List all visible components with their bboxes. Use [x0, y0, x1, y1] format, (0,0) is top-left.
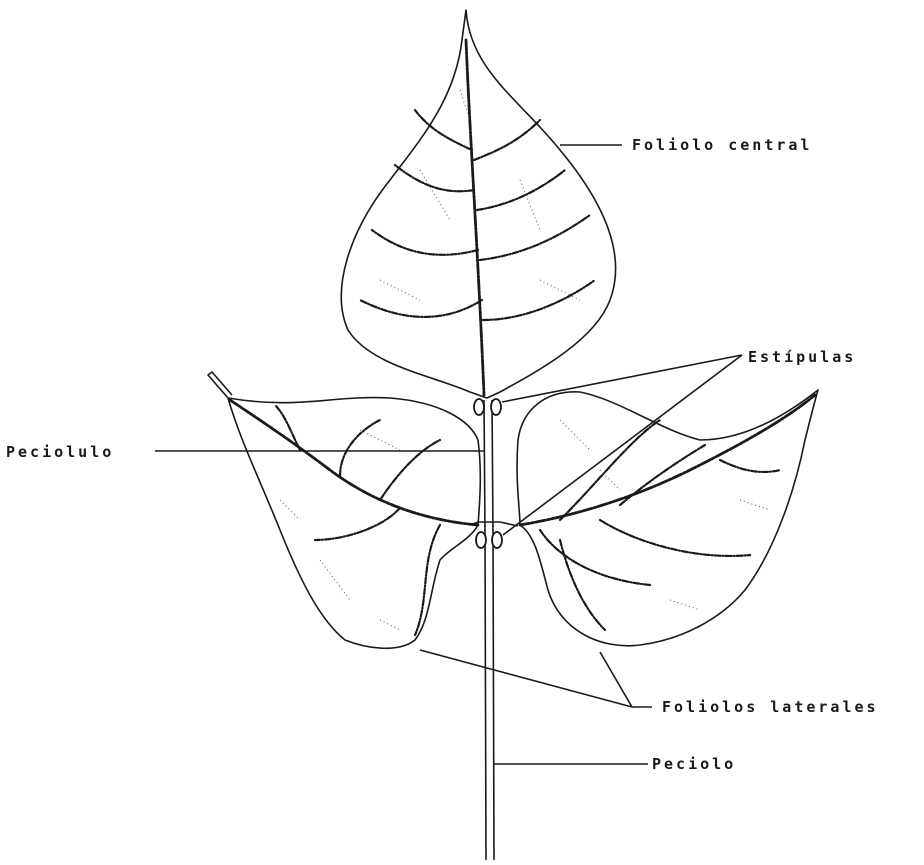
- left-vein-3: [315, 508, 400, 540]
- central-vein-4: [360, 300, 482, 317]
- central-vein-8: [483, 280, 595, 320]
- petiole-left-edge: [484, 400, 486, 860]
- central-vein-6: [477, 170, 565, 210]
- left-vein-2: [340, 420, 380, 476]
- leader-stipules-upper: [502, 355, 742, 402]
- right-vein-2: [620, 445, 705, 505]
- right-vein-3: [540, 530, 650, 585]
- leader-lateral-right: [600, 652, 632, 707]
- right-lateral-leaflet: [517, 390, 818, 646]
- right-vein-1: [560, 420, 660, 520]
- central-vein-1: [415, 110, 472, 150]
- right-midrib: [520, 395, 815, 525]
- central-vein-2: [395, 165, 474, 191]
- central-midrib: [466, 40, 484, 395]
- lower-stipule-right: [492, 532, 502, 548]
- left-midrib: [230, 400, 478, 525]
- left-leaflet-outline: [228, 398, 480, 649]
- right-texture: [560, 420, 770, 610]
- upper-stipule-right: [491, 399, 501, 415]
- petiole-right-edge: [492, 400, 494, 860]
- left-vein-4: [415, 525, 440, 635]
- left-vein-1: [275, 405, 300, 450]
- left-texture: [280, 430, 400, 630]
- central-texture: [380, 90, 580, 300]
- right-vein-5: [560, 540, 605, 630]
- left-vein-5: [380, 440, 440, 500]
- left-leaflet-tip: [208, 372, 232, 398]
- leader-lateral-left: [420, 650, 632, 707]
- label-lateral-leaflets: Foliolos laterales: [662, 698, 879, 716]
- left-lateral-leaflet: [208, 372, 480, 648]
- upper-stipule-left: [474, 399, 484, 415]
- central-vein-3: [372, 230, 478, 255]
- label-petiolule: Peciolulo: [6, 443, 114, 461]
- label-stipules: Estípulas: [748, 348, 856, 366]
- leader-lines: [155, 145, 742, 764]
- right-vein-6: [720, 460, 780, 472]
- central-vein-5: [474, 120, 540, 160]
- right-vein-4: [600, 520, 750, 556]
- central-leaflet: [341, 10, 615, 398]
- central-leaflet-outline: [341, 10, 615, 398]
- label-central-leaflet: Foliolo central: [632, 136, 812, 154]
- central-vein-7: [480, 215, 590, 260]
- lower-stipule-left: [476, 532, 486, 548]
- leader-stipules-lower: [503, 355, 742, 535]
- label-petiole: Peciolo: [652, 755, 736, 773]
- petiole: [470, 400, 518, 860]
